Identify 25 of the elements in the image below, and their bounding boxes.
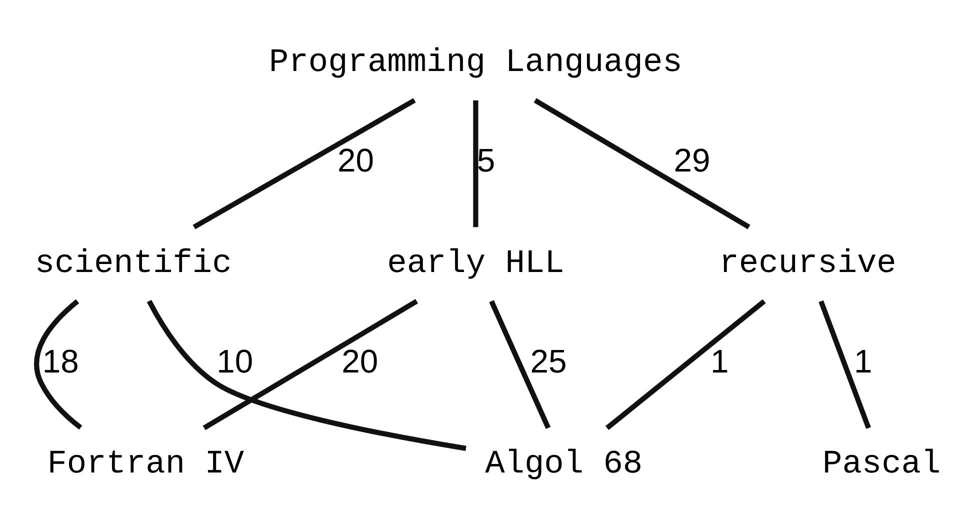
- connector: [146, 299, 466, 450]
- connector: [34, 298, 82, 430]
- edge-label: 10: [216, 342, 254, 379]
- node-text: Pascal: [822, 445, 941, 482]
- edge-label: 1: [854, 342, 872, 379]
- connector: [192, 98, 416, 229]
- connector: [605, 298, 766, 430]
- edge-label: 29: [674, 140, 710, 178]
- edge-label: 18: [42, 342, 79, 379]
- node-text: Algol 68: [485, 445, 643, 482]
- edge-label: 1: [710, 342, 729, 379]
- edge-label: 20: [342, 342, 378, 379]
- connector: [818, 300, 871, 428]
- connector: [489, 300, 551, 429]
- connector: [202, 298, 418, 430]
- connector: [473, 100, 478, 227]
- node-text: Programming Languages: [269, 43, 682, 80]
- edge-label: 25: [530, 342, 567, 379]
- node-text: recursive: [719, 244, 896, 282]
- edge-label: 20: [338, 140, 374, 178]
- connector: [534, 98, 750, 229]
- node-text: Fortran IV: [47, 445, 244, 482]
- edge-label: 5: [476, 140, 496, 178]
- node-text: early HLL: [387, 244, 564, 282]
- node-text: scientific: [34, 244, 232, 282]
